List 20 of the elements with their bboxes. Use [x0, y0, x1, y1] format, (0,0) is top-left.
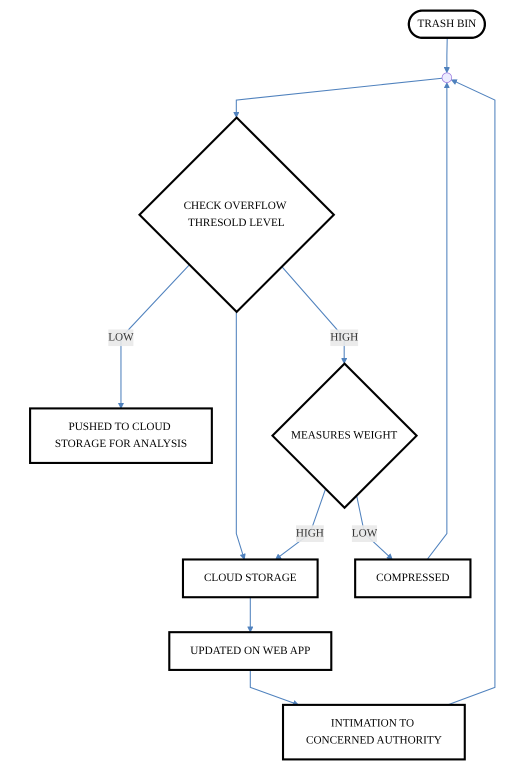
arrow: [444, 38, 450, 73]
node-box: PUSHED TO CLOUD STORAGE FOR ANALYSIS: [29, 406, 213, 464]
node-diamond: MEASURES WEIGHT: [271, 362, 418, 509]
arrow: [236, 311, 246, 560]
edge-label: HIGH: [296, 526, 324, 539]
arrow: [250, 669, 299, 706]
node-box: CLOUD STORAGE: [182, 558, 319, 598]
node-box: UPDATED ON WEB APP: [168, 630, 332, 670]
edge-label: HIGH: [330, 330, 358, 343]
arrow: [275, 488, 326, 560]
node-diamond: CHECK OVERFLOW THRESOLD LEVEL: [138, 116, 336, 313]
arrow: [247, 596, 254, 632]
arrow: [233, 77, 442, 118]
arrow: [118, 264, 190, 408]
edge-label: LOW: [108, 330, 134, 343]
node-circle: [442, 72, 452, 82]
edge-label: LOW: [352, 526, 378, 539]
node-box: COMPRESSED: [354, 558, 472, 598]
arrow: [426, 82, 450, 560]
node-box: INTIMATION TO CONCERNED AUTHORITY: [282, 703, 466, 760]
